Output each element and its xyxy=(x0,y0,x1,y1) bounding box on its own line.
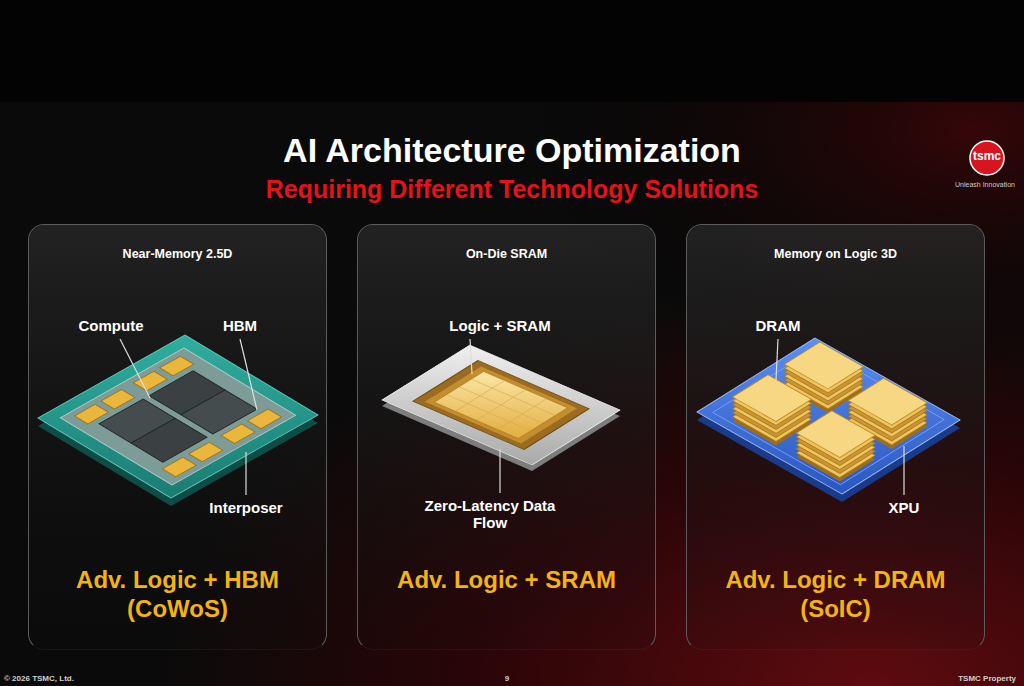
panel-heading: Memory on Logic 3D xyxy=(687,225,984,261)
part-label: DRAM xyxy=(756,317,801,334)
footer-note: TSMC Property xyxy=(958,674,1016,683)
panel-box: Near-Memory 2.5D Adv. Logic + HBM (CoWoS) xyxy=(28,224,327,650)
part-label: Interposer xyxy=(209,499,282,516)
subtitle: Requiring Different Technology Solutions xyxy=(266,175,759,204)
technology-label: Adv. Logic + DRAM (SoIC) xyxy=(705,565,967,623)
part-label: Logic + SRAM xyxy=(449,317,550,334)
part-label: XPU xyxy=(889,499,920,516)
technology-label: Adv. Logic + SRAM xyxy=(397,565,616,594)
slide-title: AI Architecture Optimization xyxy=(283,131,741,170)
part-label: Compute xyxy=(79,317,144,334)
panel-heading: On-Die SRAM xyxy=(358,225,655,261)
part-label: Zero-Latency Data Flow xyxy=(424,497,556,532)
technology-label: Adv. Logic + HBM (CoWoS) xyxy=(47,565,309,623)
copyright: © 2026 TSMC, Ltd. xyxy=(4,674,74,683)
part-label: HBM xyxy=(223,317,257,334)
panel-heading: Near-Memory 2.5D xyxy=(29,225,326,261)
tagline: Unleash Innovation xyxy=(955,181,1015,189)
panel-box: On-Die SRAM Adv. Logic + SRAM xyxy=(357,224,656,650)
logo-text: tsmc xyxy=(973,150,1001,164)
page-number: 9 xyxy=(505,674,509,683)
panel-box: Memory on Logic 3D Adv. Logic + DRAM (SoI… xyxy=(686,224,985,650)
